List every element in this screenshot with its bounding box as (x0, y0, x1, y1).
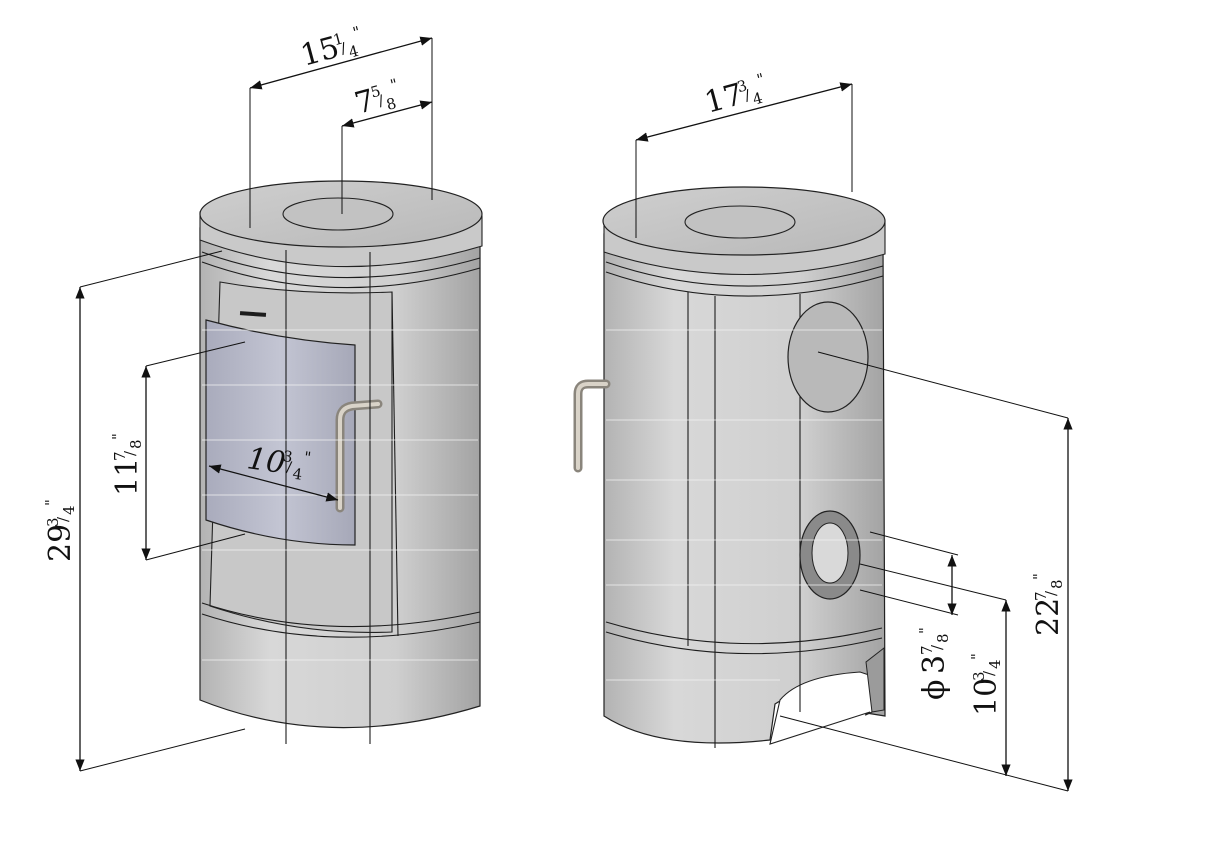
label-door-height-unit: " (109, 433, 127, 440)
label-door-height-den: 8 (127, 439, 145, 449)
stove-front-seam (391, 291, 399, 637)
stove-back (573, 186, 886, 748)
label-air-inlet-height: 10 3 / 4 " (968, 653, 1004, 716)
label-air-inlet-height-unit: " (968, 653, 986, 660)
label-door-width-num: 3 (282, 447, 294, 466)
label-top-width-unit: " (351, 23, 362, 42)
stove-front-base-band (201, 613, 481, 638)
label-air-inlet-diameter-num: 7 (918, 645, 936, 655)
svg-text:/: / (121, 450, 139, 456)
svg-text:/: / (54, 516, 72, 522)
label-door-width-unit: " (303, 448, 312, 467)
label-outlet-height-den: 8 (1048, 579, 1066, 589)
label-top-width-num: 1 (331, 29, 345, 49)
label-depth-unit: " (755, 70, 766, 89)
label-air-inlet-height-whole: 10 (969, 678, 1004, 716)
label-door-width-whole: 10 (245, 441, 288, 481)
stove-back-band (605, 271, 884, 297)
svg-text:/: / (1042, 590, 1060, 596)
label-overall-height-unit: " (42, 499, 60, 506)
label-door-width-den: 4 (291, 465, 303, 484)
label-air-inlet-diameter-symbol: ϕ (917, 680, 952, 700)
label-depth-num: 3 (735, 76, 749, 96)
stove-front-vent-slot (239, 311, 267, 317)
label-depth: 17 3 / 4 " (701, 70, 766, 121)
label-outlet-height: 22 7 / 8 " (1030, 573, 1066, 636)
stove-back-air-inlet-bore (811, 522, 849, 584)
stove-front-base-band (201, 602, 481, 628)
label-door-height-num: 7 (111, 451, 129, 461)
dim-depth-line (635, 82, 853, 142)
label-air-inlet-diameter-whole: 3 (917, 655, 952, 674)
label-top-width: 15 1 / 4 " (297, 23, 362, 74)
label-flue-offset-unit: " (388, 75, 399, 94)
stove-front-handle-highlight (338, 402, 380, 510)
label-door-height-whole: 11 (110, 458, 145, 496)
stove-back-rear-leg (865, 646, 885, 713)
stove-back-base-band (605, 631, 883, 655)
stove-back-rear-cutout (769, 671, 873, 745)
label-air-inlet-diameter: ϕ 3 7 / 8 " (916, 627, 952, 700)
stove-front-band (201, 261, 481, 289)
stove-back-handle-highlight (576, 382, 608, 470)
label-door-width: 10 3 / 4 " (245, 441, 312, 484)
label-air-inlet-diameter-unit: " (916, 627, 934, 634)
label-overall-height: 29 3 / 4 " (42, 499, 78, 562)
stove-back-band (605, 261, 884, 287)
label-overall-height-num: 3 (44, 517, 62, 527)
label-depth-den: 4 (751, 89, 765, 109)
back-dimensions (635, 82, 1073, 792)
dim-top-width-line (249, 36, 433, 90)
front-labels: 15 1 / 4 " 7 5 / 8 " 29 3 / 4 " 11 7 / 8… (42, 23, 400, 562)
stove-back-flue-outlet (787, 301, 869, 413)
svg-text:/: / (928, 644, 946, 650)
dim-flue-offset-line (341, 100, 433, 128)
stove-front (199, 180, 483, 744)
label-outlet-height-unit: " (1030, 573, 1048, 580)
stove-back-grid (606, 329, 882, 681)
label-top-width-den: 4 (347, 42, 361, 62)
label-overall-height-den: 4 (60, 505, 78, 515)
stove-front-flue-collar (282, 197, 394, 231)
label-outlet-height-whole: 22 (1031, 598, 1066, 636)
stove-front-band (201, 251, 481, 279)
label-air-inlet-diameter-den: 8 (934, 633, 952, 643)
label-flue-offset: 7 5 / 8 " (351, 75, 400, 122)
front-dimensions (75, 36, 433, 772)
dim-door-width-line (208, 464, 339, 502)
label-air-inlet-height-num: 3 (970, 671, 988, 681)
label-overall-height-whole: 29 (43, 524, 78, 562)
svg-text:/: / (742, 86, 752, 105)
svg-text:/: / (285, 458, 293, 477)
stove-back-base-band (605, 621, 883, 645)
label-outlet-height-num: 7 (1032, 591, 1050, 601)
stove-front-glass (205, 319, 356, 546)
label-door-height: 11 7 / 8 " (109, 433, 145, 496)
label-flue-offset-num: 5 (369, 82, 383, 102)
label-air-inlet-height-den: 4 (986, 659, 1004, 669)
svg-text:/: / (376, 91, 386, 110)
label-flue-offset-den: 8 (384, 94, 398, 114)
stove-back-flue-collar (684, 205, 796, 239)
svg-text:/: / (980, 670, 998, 676)
svg-text:/: / (338, 39, 348, 58)
stove-back-handle (573, 379, 611, 473)
